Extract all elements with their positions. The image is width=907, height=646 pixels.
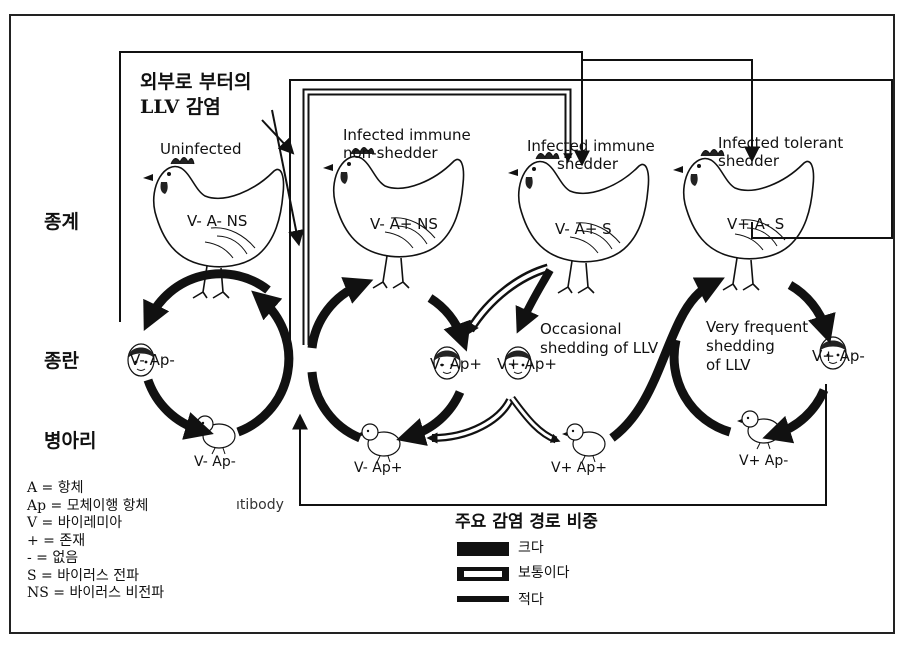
legend-swatch-thin xyxy=(457,596,509,602)
chick-code-1: V- Ap- xyxy=(194,455,236,469)
stage-label-egg: 종란 xyxy=(44,352,79,371)
stage-label-chick: 병아리 xyxy=(44,432,96,451)
route-legend-medium: 보통이다 xyxy=(518,566,570,580)
chick-code-4: V+ Ap- xyxy=(739,454,788,468)
abbrev-plus: + = 존재 xyxy=(27,533,164,551)
chick-1 xyxy=(192,416,235,454)
chick-2 xyxy=(357,424,400,462)
legend-swatches xyxy=(457,542,509,602)
hen-code-2: V- A+ NS xyxy=(370,217,438,232)
hen-code-1: V- A- NS xyxy=(187,214,247,229)
external-infection-line-1: 외부로 부터의 xyxy=(140,70,252,95)
chick-code-3: V+ Ap+ xyxy=(551,461,607,475)
chick-code-2: V- Ap+ xyxy=(354,461,402,475)
chick-4 xyxy=(737,411,780,449)
stage-label-parent: 종계 xyxy=(44,213,79,232)
route-legend-large: 크다 xyxy=(518,541,544,555)
chick-3 xyxy=(562,424,605,462)
hen-code-4: V+ A- S xyxy=(727,217,784,232)
egg-code-1: V- Ap- xyxy=(130,353,175,368)
external-infection-line-2: LLV 감염 xyxy=(140,95,252,120)
truncated-antibody-text: ıtibody xyxy=(236,498,284,512)
route-legend-small: 적다 xyxy=(518,593,544,607)
hen-title-1: Uninfected xyxy=(160,142,242,157)
abbrev-a: A = 항체 xyxy=(27,480,164,498)
hen-code-3: V- A+ S xyxy=(555,222,612,237)
abbrev-minus: - = 없음 xyxy=(27,550,164,568)
egg-code-2: V- Ap+ xyxy=(430,357,482,372)
abbrev-s: S = 바이러스 전파 xyxy=(27,568,164,586)
abbrev-ap: Ap = 모체이행 항체 xyxy=(27,498,164,516)
egg-code-3: V+ Ap+ xyxy=(497,357,557,372)
abbrev-ns: NS = 바이러스 비전파 xyxy=(27,585,164,603)
legend-swatch-solid xyxy=(457,542,509,556)
external-infection-label: 외부로 부터의 LLV 감염 xyxy=(140,70,252,120)
abbrev-v: V = 바이레미아 xyxy=(27,515,164,533)
abbreviation-legend: A = 항체 Ap = 모체이행 항체 V = 바이레미아 + = 존재 - =… xyxy=(27,480,164,603)
egg-code-4: V+ Ap- xyxy=(812,349,865,364)
route-legend-title: 주요 감염 경로 비중 xyxy=(455,514,598,531)
